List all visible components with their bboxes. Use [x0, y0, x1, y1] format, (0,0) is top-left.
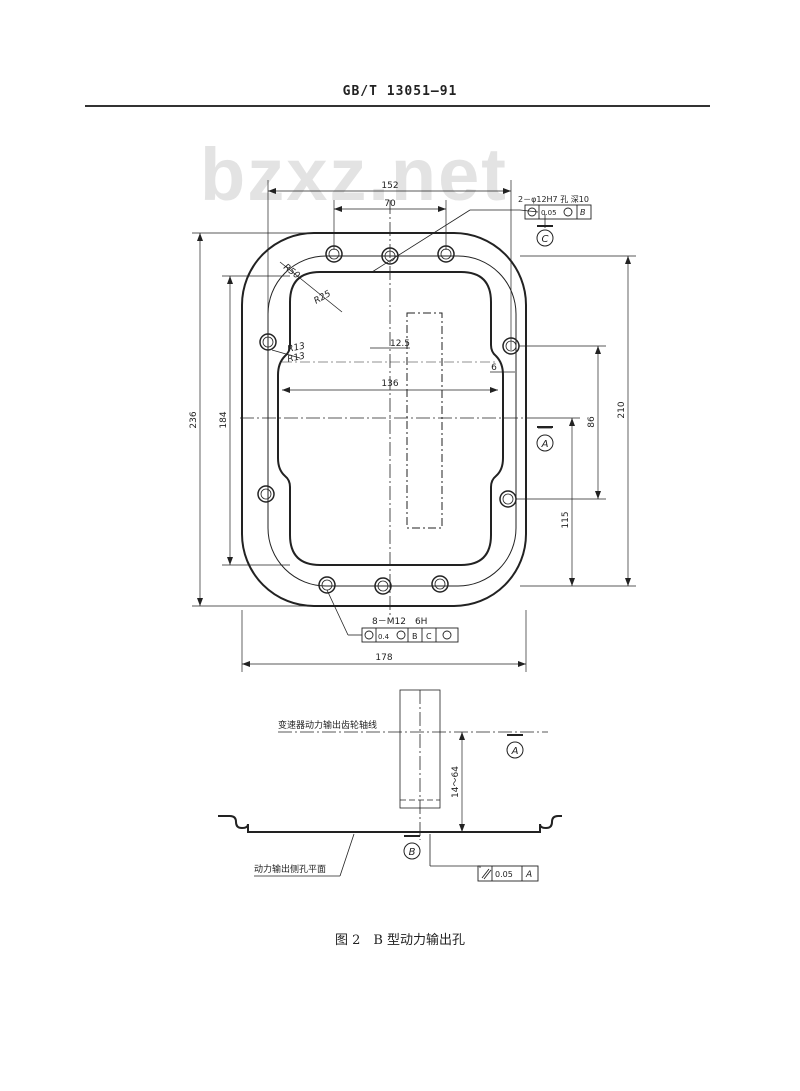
dim-70: 70 — [384, 199, 396, 209]
datum-b-label: B — [409, 847, 416, 858]
header-rule — [85, 105, 710, 107]
datum-c-circle — [536, 229, 554, 247]
datum-a-circle — [536, 434, 554, 452]
radius-r13-a: R13 — [287, 341, 307, 355]
section-view — [218, 689, 562, 882]
thread-tolerance-value: 0.4 — [378, 633, 390, 641]
dim-236: 236 — [189, 411, 199, 428]
thread-note: 8－M12 6H — [372, 617, 427, 627]
leader-lines — [271, 209, 552, 636]
dim-86: 86 — [587, 416, 597, 428]
thread-datum-ref-b: B — [412, 632, 418, 641]
gear-axis-label: 变速器动力输出齿轮轴线 — [278, 719, 377, 731]
dimension-lines — [192, 180, 636, 672]
plan-view — [192, 180, 636, 672]
hole-note: 2－φ12H7 孔 深10 — [518, 195, 589, 204]
section-tolerance-value: 0.05 — [495, 870, 513, 879]
bolt-hole — [431, 575, 449, 593]
bolt-holes — [257, 245, 520, 595]
dim-178: 178 — [375, 653, 392, 663]
thread-tolerance-frame — [361, 627, 459, 643]
dim-6: 6 — [491, 363, 497, 373]
dim-210: 210 — [617, 401, 627, 418]
inner-opening-outline — [277, 271, 504, 566]
plane-label: 动力输出侧孔平面 — [254, 863, 326, 875]
figure-caption: 图 2 B 型动力输出孔 — [334, 933, 466, 948]
dim-184: 184 — [219, 411, 229, 428]
datum-c-label: C — [542, 234, 549, 245]
hole-tolerance-value: 0.05 — [541, 209, 557, 217]
bolt-hole — [318, 576, 336, 594]
section-datum-ref: A — [525, 870, 532, 880]
bolt-hole — [374, 577, 392, 595]
arrowheads — [197, 188, 631, 667]
dim-12-5: 12.5 — [390, 339, 410, 349]
bolt-hole — [499, 490, 517, 508]
datum-a-circle-section — [506, 741, 524, 759]
flange-relief-line — [267, 255, 517, 587]
bolt-hole — [257, 485, 275, 503]
center-slot — [406, 312, 443, 529]
datum-b-circle — [403, 842, 421, 860]
thread-datum-ref-c: C — [426, 632, 432, 641]
datum-a-label-section: A — [511, 746, 519, 757]
dim-136: 136 — [381, 379, 398, 389]
dim-115: 115 — [561, 511, 571, 528]
section-tolerance-frame — [477, 865, 539, 882]
hole-tolerance-frame — [524, 204, 592, 220]
range-14-64: 14～64 — [451, 766, 461, 798]
watermark: bzxz.net — [200, 133, 508, 216]
flange-profile — [218, 815, 562, 833]
standard-number: GB/T 13051—91 — [342, 84, 458, 99]
dim-152: 152 — [381, 181, 398, 191]
outer-flange-outline — [241, 232, 527, 607]
datum-a-label: A — [541, 439, 549, 450]
hole-datum-ref: B — [580, 208, 586, 217]
radius-r13-b: R13 — [287, 351, 307, 365]
radius-r25: R25 — [313, 289, 334, 307]
